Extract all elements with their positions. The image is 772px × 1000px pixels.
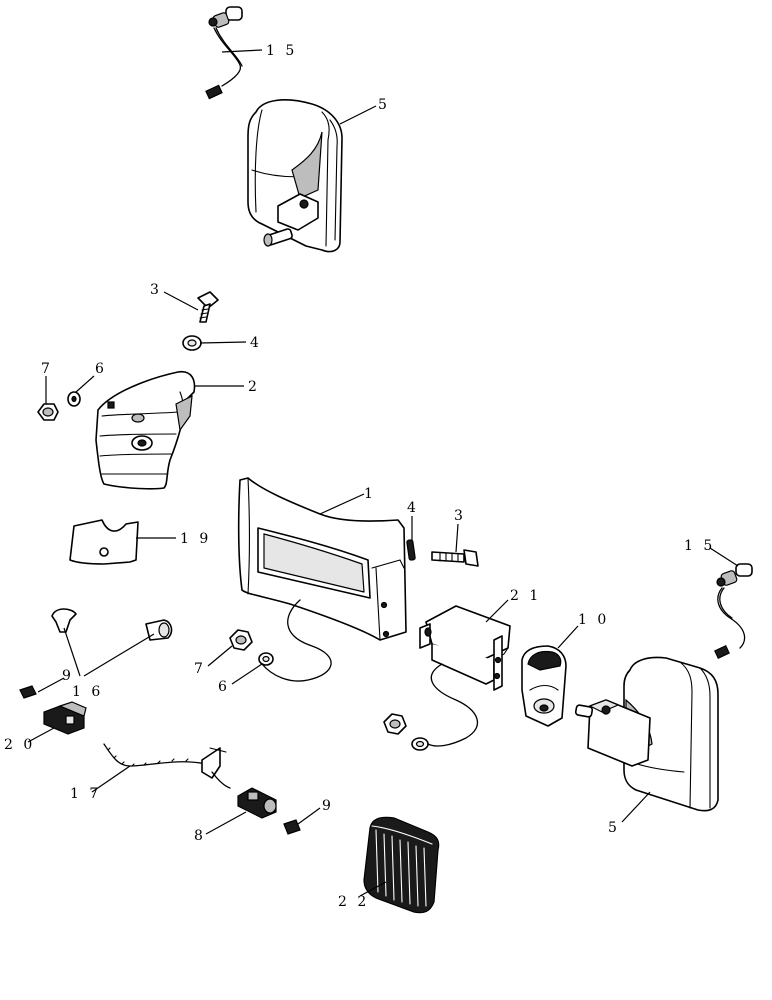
bulb-harness-top [205,6,243,100]
callout-7-mid: 7 [194,661,206,677]
callout-1: 1 [364,486,376,502]
callout-6-upper: 6 [95,361,107,377]
callout-3-mid: 3 [454,508,466,524]
callout-20: 2 0 [4,737,35,753]
callout-19: 1 9 [180,531,211,547]
callout-4-upper: 4 [250,335,262,351]
callout-5-top: 5 [378,97,390,113]
bolt-mid [431,549,479,567]
callout-2: 2 [248,379,260,395]
lamp-lens [363,816,440,914]
terminal-right [283,819,301,835]
spring-pin [406,539,416,561]
washer-upper [182,335,202,351]
clamp-block [521,645,567,727]
terminal-left [19,685,37,699]
bolt-upper [197,291,219,323]
callout-22: 2 2 [338,894,369,910]
callout-15-right: 1 5 [684,538,715,554]
callout-21: 2 1 [510,588,541,604]
mount-bracket-housing [95,370,196,490]
bulb-harness-right [714,563,753,659]
callout-3-upper: 3 [150,282,162,298]
gasket-plate [69,519,139,565]
washer-mid-center [411,737,429,751]
lamp-housing-right [574,656,719,812]
callout-5-right: 5 [608,820,620,836]
callout-4-mid: 4 [407,500,419,516]
callout-9-right: 9 [322,798,334,814]
callout-9-left: 9 [62,668,74,684]
lamp-bracket [419,605,511,747]
callout-labels: 1 5 5 3 4 7 6 2 1 4 3 1 9 1 5 2 1 1 0 7 … [4,43,715,910]
callout-7-upper: 7 [41,361,53,377]
lamp-housing-top [247,99,343,253]
nut-mid-left [229,629,253,651]
callout-15-top: 1 5 [266,43,297,59]
callout-8: 8 [194,828,206,844]
connector-socket [237,787,277,819]
nut-upper [37,403,59,421]
lockwasher-upper [67,391,81,407]
leader-lines [27,49,739,897]
mount-arm [237,477,407,682]
callout-10: 1 0 [578,612,609,628]
washer-mid-left [258,652,274,666]
nut-mid-center [383,713,407,735]
wire-harness [103,743,231,789]
callout-6-mid: 6 [218,679,230,695]
callout-16: 1 6 [72,684,103,700]
connector-plug [43,701,87,735]
bulb-small-left [51,608,77,633]
callout-17: 1 7 [70,786,101,802]
